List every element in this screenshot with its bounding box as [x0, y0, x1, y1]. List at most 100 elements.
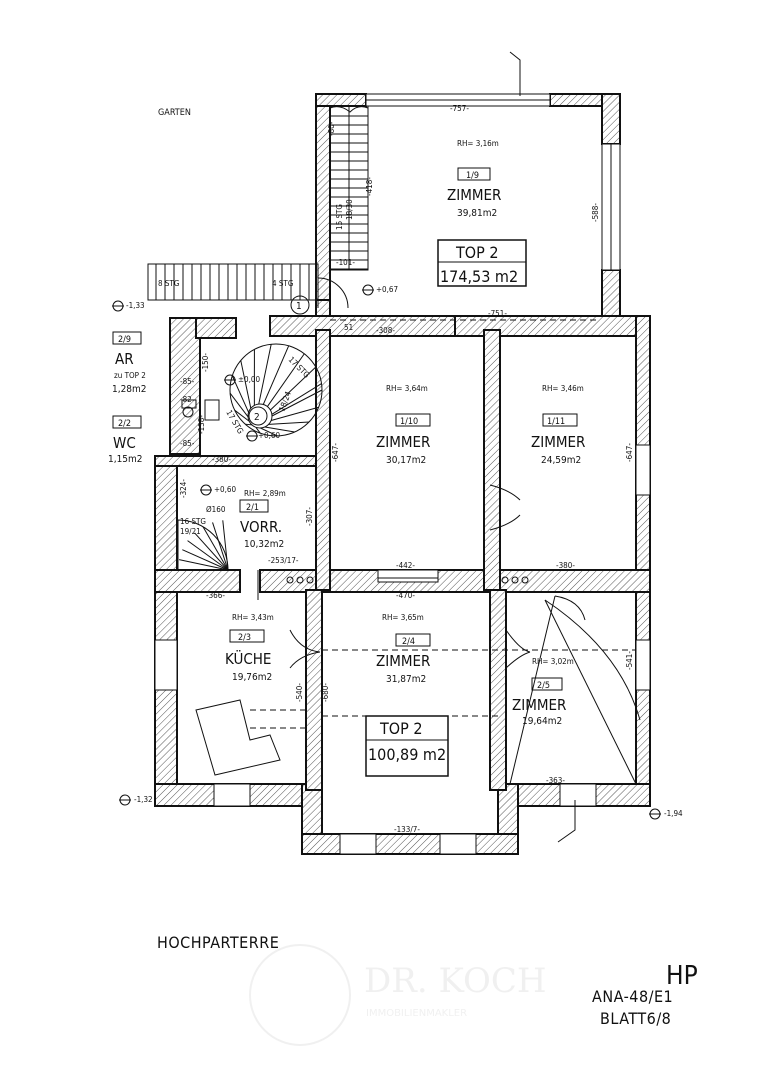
dim-51: 51: [344, 323, 353, 332]
section-marks: [509, 51, 576, 843]
stair-spiral-small: [177, 519, 229, 571]
doors: [257, 277, 641, 785]
stair-diameter: Ø160: [206, 504, 226, 514]
wall-row2-top: [259, 569, 651, 593]
sheet-number: BLATT6/8: [600, 1009, 671, 1028]
wall-vorr-top: [154, 455, 326, 467]
room-name-1-11: ZIMMER: [531, 433, 585, 451]
dim-647-a: -647-: [331, 443, 340, 462]
room-rh-2-3: RH= 3,43m: [232, 613, 274, 622]
room-name-2-9: AR: [115, 350, 134, 368]
dim-253: -253/17-: [268, 556, 299, 565]
dim-82: -82-: [180, 395, 195, 404]
room-num-2-5: 2/5: [537, 681, 550, 691]
stair-label-17-ratio: 18/24: [277, 390, 293, 413]
room-area-2-5: 19,64m2: [522, 716, 562, 727]
wall-int-2: [483, 329, 501, 591]
level-4: +0,60: [258, 431, 280, 440]
sheet-code: ANA-48/E1: [592, 987, 673, 1006]
stair-number-2: 2: [254, 412, 260, 423]
stair-spiral: [229, 343, 323, 437]
dim-150: -150-: [201, 353, 210, 372]
level-3: ±0,00: [238, 375, 260, 384]
room-name-1-10: ZIMMER: [376, 433, 430, 451]
room-num-2-4: 2/4: [402, 637, 415, 647]
unit-name-bottom: TOP 2: [379, 719, 423, 738]
stair-label-8: 8 STG: [158, 279, 179, 288]
wall-bay-bottom: [301, 833, 519, 855]
room-area-1-9: 39,81m2: [457, 208, 497, 219]
wall-mid-left: [269, 315, 456, 337]
level-7: -1,94: [664, 809, 683, 818]
level-6: -1,32: [134, 795, 153, 804]
wall-upper-right-bottom: [601, 269, 621, 321]
room-area-2-9: 1,28m2: [112, 384, 147, 395]
room-name-2-5: ZIMMER: [512, 696, 566, 714]
dim-680: -680-: [321, 683, 330, 702]
stair-label-16-ratio: 19/21: [180, 527, 201, 536]
dim-380-b: -380-: [556, 561, 575, 570]
wall-int-3: [305, 589, 323, 791]
room-name-2-2: WC: [113, 434, 136, 452]
dim-101: -101-: [336, 258, 355, 267]
dim-647-b: -647-: [625, 443, 634, 462]
garden-label: GARTEN: [158, 108, 191, 118]
windows: [154, 93, 651, 855]
wall-ar-block: [169, 317, 201, 455]
dim-588: -588-: [591, 203, 600, 222]
room-number-boxes: [112, 167, 578, 691]
dim-380-a: -380-: [212, 455, 231, 464]
room-rh-1-10: RH= 3,64m: [386, 384, 428, 393]
dim-751: -751-: [488, 309, 507, 318]
stair-label-15: 15 STG: [335, 204, 344, 230]
wall-int-1: [315, 329, 331, 591]
dim-85-a: -85-: [180, 377, 195, 386]
room-rh-2-5: RH= 3,02m: [532, 657, 574, 666]
wall-upper-top-left: [315, 93, 367, 107]
dim-308: -308-: [376, 326, 395, 335]
room-area-2-1: 10,32m2: [244, 539, 284, 550]
stair-number-1: 1: [296, 301, 302, 312]
unit-box-top: [437, 239, 527, 287]
room-area-2-3: 19,76m2: [232, 672, 272, 683]
stair-label-17b: 17 STG: [224, 409, 245, 436]
unit-name-top: TOP 2: [455, 243, 499, 262]
beam-lines: [322, 319, 636, 785]
level-1: -1,33: [126, 301, 145, 310]
dim-418: -418-: [365, 177, 374, 196]
room-area-2-2: 1,15m2: [108, 454, 143, 465]
svg-text:IMMOBILIENMAKLER: IMMOBILIENMAKLER: [366, 1008, 467, 1019]
room-rh-1-11: RH= 3,46m: [542, 384, 584, 393]
stair-label-17: 17 STG: [287, 355, 312, 380]
dim-442: -442-: [396, 561, 415, 570]
level-2: +0,67: [376, 285, 398, 294]
stair-label-16: 16 STG: [180, 517, 206, 526]
dim-85-b: -85-: [180, 439, 195, 448]
wall-ar-top: [195, 317, 237, 339]
room-name-2-1: VORR.: [240, 518, 282, 536]
floor-title: HOCHPARTERRE: [157, 933, 279, 952]
stair-label-4: 4 STG: [272, 279, 293, 288]
unit-area-bottom: 100,89 m2: [368, 745, 446, 764]
wall-kitchen-top-left: [154, 569, 241, 593]
dim-307: -307-: [305, 507, 314, 526]
dim-133: -133/7-: [394, 825, 420, 834]
level-markers: [112, 284, 661, 820]
dim-138: -138-: [197, 415, 206, 434]
watermark-logo: DR. KOCH IMMOBILIENMAKLER: [249, 944, 547, 1046]
stair-straight: [329, 105, 369, 271]
stair-label-15-ratio: 18/30: [345, 199, 354, 220]
wall-left: [154, 455, 178, 787]
room-rh-2-1: RH= 2,89m: [244, 489, 286, 498]
room-num-2-3: 2/3: [238, 633, 251, 643]
unit-area-top: 174,53 m2: [440, 267, 518, 286]
room-num-2-1: 2/1: [246, 503, 259, 513]
level-code: HP: [666, 961, 698, 991]
dim-757: -757-: [450, 104, 469, 113]
stair-landing-steps: [147, 263, 319, 301]
room-area-1-10: 30,17m2: [386, 455, 426, 466]
room-name-1-9: ZIMMER: [447, 186, 501, 204]
dim-366: -366-: [206, 591, 225, 600]
room-note-2-9: zu TOP 2: [114, 371, 146, 380]
